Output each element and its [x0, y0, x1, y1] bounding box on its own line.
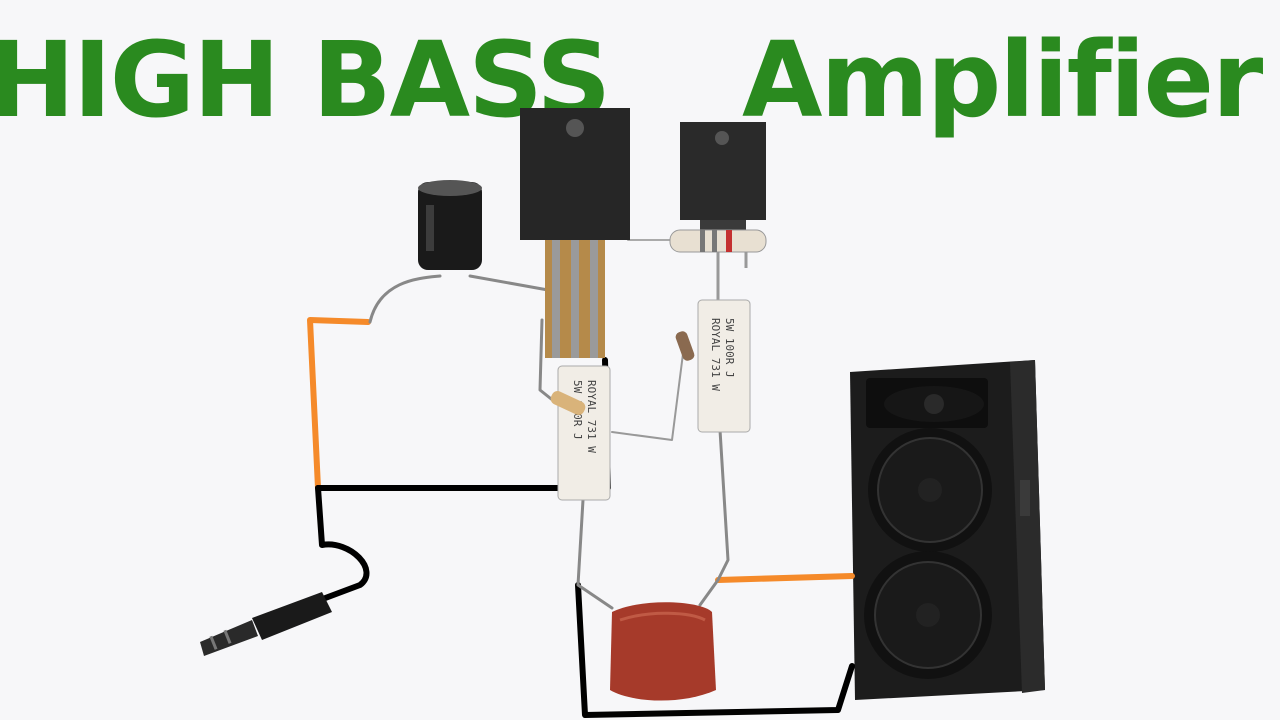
film-capacitor-icon: [610, 602, 716, 701]
title-high-bass: HIGH BASS: [0, 19, 611, 141]
ceramic-resistor-icon: [669, 229, 767, 300]
power-transistor-icon: [520, 108, 630, 358]
speaker-icon: [850, 360, 1045, 700]
resistor-left-label-1: ROYAL 731 W: [585, 380, 598, 453]
resistor-right-label-2: 5W 100R J: [723, 318, 736, 378]
speaker-signal-wire: [715, 573, 855, 583]
title-amplifier: Amplifier: [742, 19, 1263, 141]
small-resistor: [550, 331, 695, 415]
jack-ground-wire: [315, 485, 370, 603]
electrolytic-capacitor-icon: [418, 180, 482, 270]
ceramic-resistor-icon: ROYAL 731 W 5W 100R J: [697, 299, 751, 433]
power-transistor-icon: [680, 122, 766, 232]
audio-jack-icon: [200, 592, 332, 656]
input-signal-wire: [307, 317, 371, 491]
resistor-right-label-1: ROYAL 731 W: [709, 318, 722, 391]
ground-wire-bottom: [575, 582, 855, 718]
ceramic-resistor-icon: ROYAL 731 W 5W 100R J: [557, 365, 611, 501]
